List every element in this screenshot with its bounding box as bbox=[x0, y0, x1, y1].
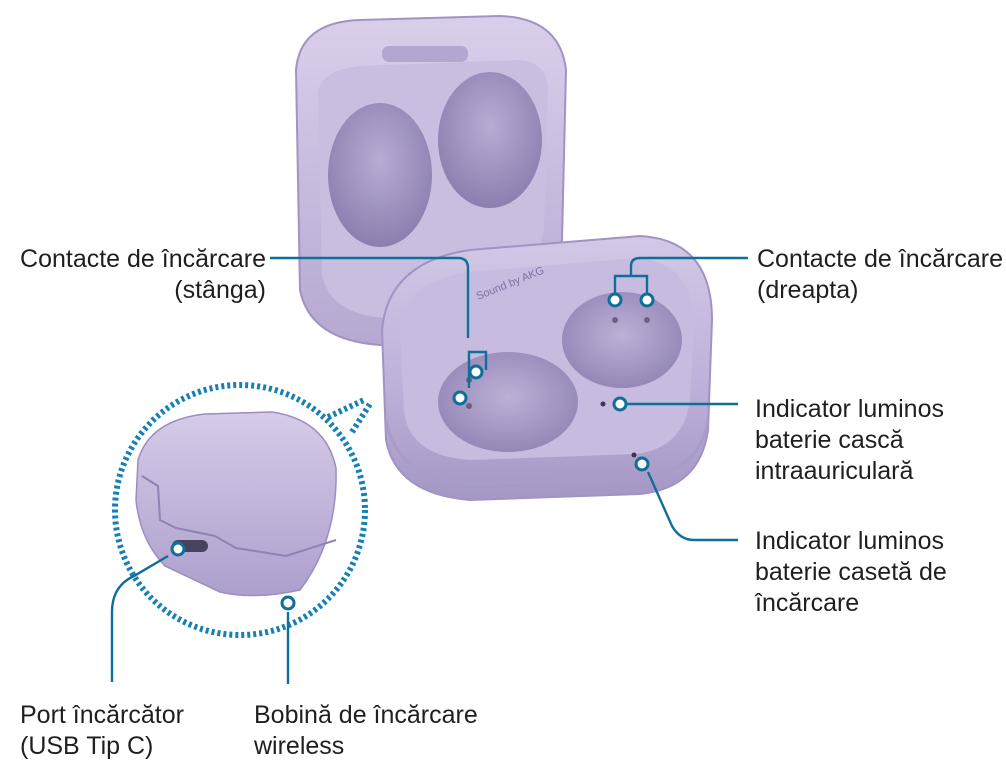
callout-dot-charger-port bbox=[172, 543, 184, 555]
case-battery-led bbox=[632, 453, 637, 458]
label-earbud-indicator-line2: baterie cască bbox=[755, 425, 944, 456]
label-wireless-coil-line2: wireless bbox=[254, 731, 478, 762]
lid-hinge-slot bbox=[382, 46, 468, 62]
label-earbud-indicator-line3: intraauriculară bbox=[755, 456, 944, 487]
charging-contact-left-2 bbox=[466, 403, 472, 409]
lid-earbud-cavity-left bbox=[328, 103, 432, 247]
callout-dot-wireless-coil bbox=[282, 597, 294, 609]
label-charger-port-line2: (USB Tip C) bbox=[20, 731, 184, 762]
label-case-indicator-line2: baterie casetă de bbox=[755, 557, 947, 588]
callout-dot-contacts-left bbox=[470, 366, 482, 378]
label-earbud-indicator: Indicator luminos baterie cască intraaur… bbox=[755, 394, 944, 487]
label-wireless-coil: Bobină de încărcare wireless bbox=[254, 700, 478, 762]
label-contacts-left: Contacte de încărcare (stânga) bbox=[6, 244, 266, 306]
callout-dot-earbud-indicator bbox=[614, 398, 626, 410]
earbud-battery-led bbox=[601, 402, 606, 407]
label-earbud-indicator-line1: Indicator luminos bbox=[755, 394, 944, 425]
label-charger-port: Port încărcător (USB Tip C) bbox=[20, 700, 184, 762]
label-wireless-coil-line1: Bobină de încărcare bbox=[254, 700, 478, 731]
label-charger-port-line1: Port încărcător bbox=[20, 700, 184, 731]
label-case-indicator-line3: încărcare bbox=[755, 588, 947, 619]
label-contacts-right-line1: Contacte de încărcare bbox=[757, 244, 1003, 275]
charging-contact-right-2 bbox=[644, 317, 650, 323]
base-earbud-cavity-right bbox=[562, 292, 682, 388]
callout-dot-contacts-left-2 bbox=[454, 392, 466, 404]
label-contacts-right: Contacte de încărcare (dreapta) bbox=[757, 244, 1003, 306]
lid-earbud-cavity-right bbox=[438, 72, 542, 208]
label-contacts-left-line1: Contacte de încărcare bbox=[6, 244, 266, 275]
label-contacts-right-line2: (dreapta) bbox=[757, 275, 1003, 306]
label-contacts-left-line2: (stânga) bbox=[6, 275, 266, 306]
callout-dot-contacts-right-1 bbox=[609, 294, 621, 306]
charging-contact-right-1 bbox=[612, 317, 618, 323]
zoom-inset bbox=[115, 385, 370, 635]
callout-dot-contacts-right-2 bbox=[641, 294, 653, 306]
label-case-indicator: Indicator luminos baterie casetă de încă… bbox=[755, 526, 947, 619]
callout-dot-case-indicator bbox=[636, 458, 648, 470]
label-case-indicator-line1: Indicator luminos bbox=[755, 526, 947, 557]
case-base: Sound by AKG bbox=[382, 236, 712, 500]
